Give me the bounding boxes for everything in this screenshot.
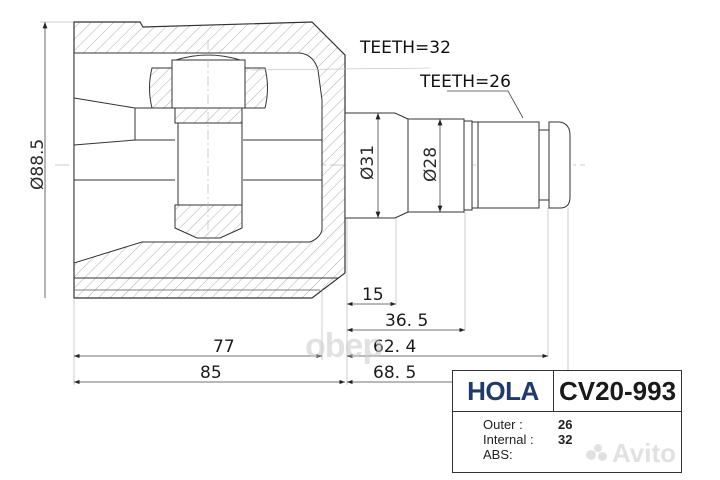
inner-cone bbox=[73, 97, 322, 181]
diameter-31: Ø31 bbox=[358, 113, 381, 218]
svg-text:TEETH=26: TEETH=26 bbox=[419, 72, 511, 92]
dimension-15: 15 bbox=[347, 285, 396, 307]
tripod-roller bbox=[149, 40, 268, 245]
watermark-avito: Avito bbox=[586, 438, 677, 469]
svg-text:36. 5: 36. 5 bbox=[385, 311, 428, 331]
svg-text:TEETH=32: TEETH=32 bbox=[359, 38, 451, 58]
diameter-88-5: Ø88.5 bbox=[28, 21, 74, 298]
title-block: HOLA CV20-993 Outer : 26 Internal : 32 A… bbox=[452, 370, 682, 473]
spec-row-abs: ABS: bbox=[483, 447, 681, 462]
avito-dots-icon bbox=[586, 444, 608, 462]
watermark-obep: obep bbox=[305, 327, 383, 365]
spec-label: ABS: bbox=[483, 447, 513, 462]
spec-row-outer: Outer : 26 bbox=[483, 417, 681, 432]
svg-text:Ø88.5: Ø88.5 bbox=[28, 139, 48, 190]
svg-text:Ø31: Ø31 bbox=[358, 145, 378, 180]
spec-row-internal: Internal : 32 bbox=[483, 432, 681, 447]
spec-value: 32 bbox=[558, 432, 573, 447]
stub-shaft bbox=[344, 112, 571, 219]
teeth-32-callout: TEETH=32 bbox=[249, 38, 451, 71]
watermark-avito-text: Avito bbox=[612, 438, 677, 468]
dimension-62-4: 62. 4 bbox=[347, 337, 548, 359]
spec-label: Internal : bbox=[483, 432, 534, 447]
dimension-36-5: 36. 5 bbox=[347, 311, 465, 333]
brand-logo: HOLA bbox=[453, 371, 554, 411]
svg-text:77: 77 bbox=[213, 337, 235, 357]
dimension-77: 77 bbox=[74, 337, 322, 359]
dimension-85: 85 bbox=[74, 363, 345, 385]
svg-text:Ø28: Ø28 bbox=[421, 147, 441, 182]
svg-text:15: 15 bbox=[362, 285, 384, 305]
part-number: CV20-993 bbox=[558, 375, 677, 406]
spec-label: Outer : bbox=[483, 417, 523, 432]
svg-text:62. 4: 62. 4 bbox=[373, 337, 416, 357]
teeth-26-callout: TEETH=26 bbox=[419, 72, 524, 119]
spec-value: 26 bbox=[558, 417, 573, 432]
diameter-28: Ø28 bbox=[421, 119, 443, 212]
svg-text:85: 85 bbox=[200, 363, 222, 383]
svg-text:68. 5: 68. 5 bbox=[373, 363, 416, 383]
